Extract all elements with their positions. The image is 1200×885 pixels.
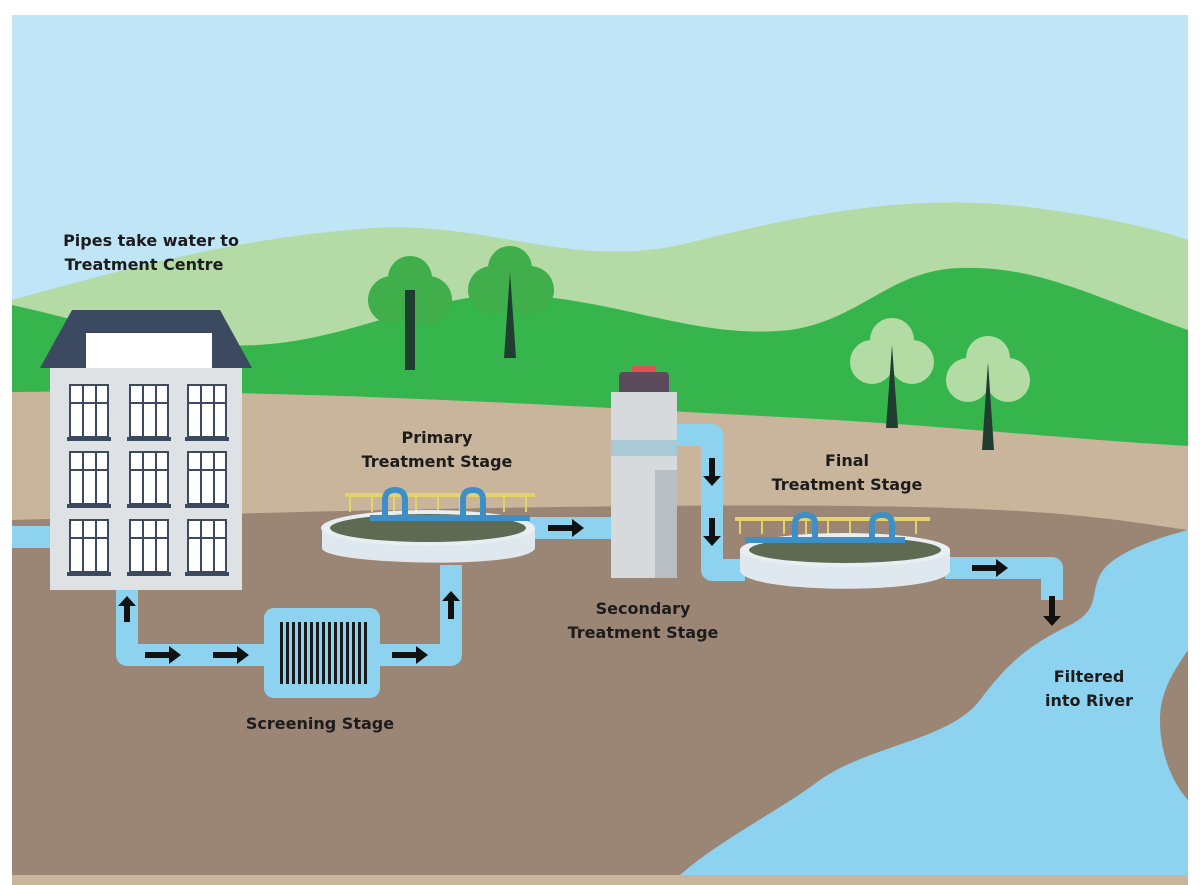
screen-bar xyxy=(352,622,355,684)
screen-bar xyxy=(286,622,289,684)
final-tank xyxy=(735,511,950,589)
screen-bar xyxy=(316,622,319,684)
window xyxy=(185,451,229,508)
window xyxy=(127,519,171,576)
screen-bar xyxy=(280,622,283,684)
arrow-icon xyxy=(703,518,721,546)
flow-arrows xyxy=(118,458,1061,664)
screen-bar xyxy=(322,622,325,684)
screen-bar xyxy=(310,622,313,684)
window xyxy=(67,384,111,441)
screening-unit xyxy=(264,608,380,698)
label-house-line1: Pipes take water to xyxy=(63,231,239,250)
tree-icon xyxy=(850,318,934,428)
label-final-line2: Treatment Stage xyxy=(772,475,923,494)
screen-bar xyxy=(340,622,343,684)
arrow-icon xyxy=(213,646,249,664)
arrow-icon xyxy=(1043,596,1061,626)
label-house-line2: Treatment Centre xyxy=(65,255,224,274)
label-screening: Screening Stage xyxy=(246,714,394,733)
arrow-icon xyxy=(972,559,1008,577)
label-primary-line1: Primary xyxy=(402,428,473,447)
screen-bar xyxy=(346,622,349,684)
tree-icon xyxy=(946,336,1030,450)
screen-bar xyxy=(364,622,367,684)
arrow-icon xyxy=(548,519,584,537)
screen-bar xyxy=(292,622,295,684)
label-primary-line2: Treatment Stage xyxy=(362,452,513,471)
window xyxy=(127,451,171,508)
secondary-tower xyxy=(611,366,677,578)
screen-bar xyxy=(334,622,337,684)
tree-icon xyxy=(468,246,554,358)
screen-bar xyxy=(358,622,361,684)
arrow-icon xyxy=(442,591,460,619)
arrow-icon xyxy=(118,596,136,622)
window xyxy=(67,451,111,508)
window xyxy=(127,384,171,441)
building-windows xyxy=(67,384,229,576)
screen-bar xyxy=(328,622,331,684)
label-secondary-line1: Secondary xyxy=(596,599,691,618)
arrow-icon xyxy=(145,646,181,664)
primary-tank xyxy=(321,486,535,563)
label-final-line1: Final xyxy=(825,451,869,470)
label-river-line1: Filtered xyxy=(1054,667,1125,686)
label-river-line2: into River xyxy=(1045,691,1133,710)
arrow-icon xyxy=(703,458,721,486)
screen-bars xyxy=(280,622,367,684)
treatment-building xyxy=(40,310,252,590)
screen-bar xyxy=(304,622,307,684)
river xyxy=(680,530,1188,875)
label-secondary-line2: Treatment Stage xyxy=(568,623,719,642)
screen-bar xyxy=(298,622,301,684)
window xyxy=(67,519,111,576)
arrow-icon xyxy=(392,646,428,664)
window xyxy=(185,384,229,441)
window xyxy=(185,519,229,576)
tree-icon xyxy=(368,256,452,370)
